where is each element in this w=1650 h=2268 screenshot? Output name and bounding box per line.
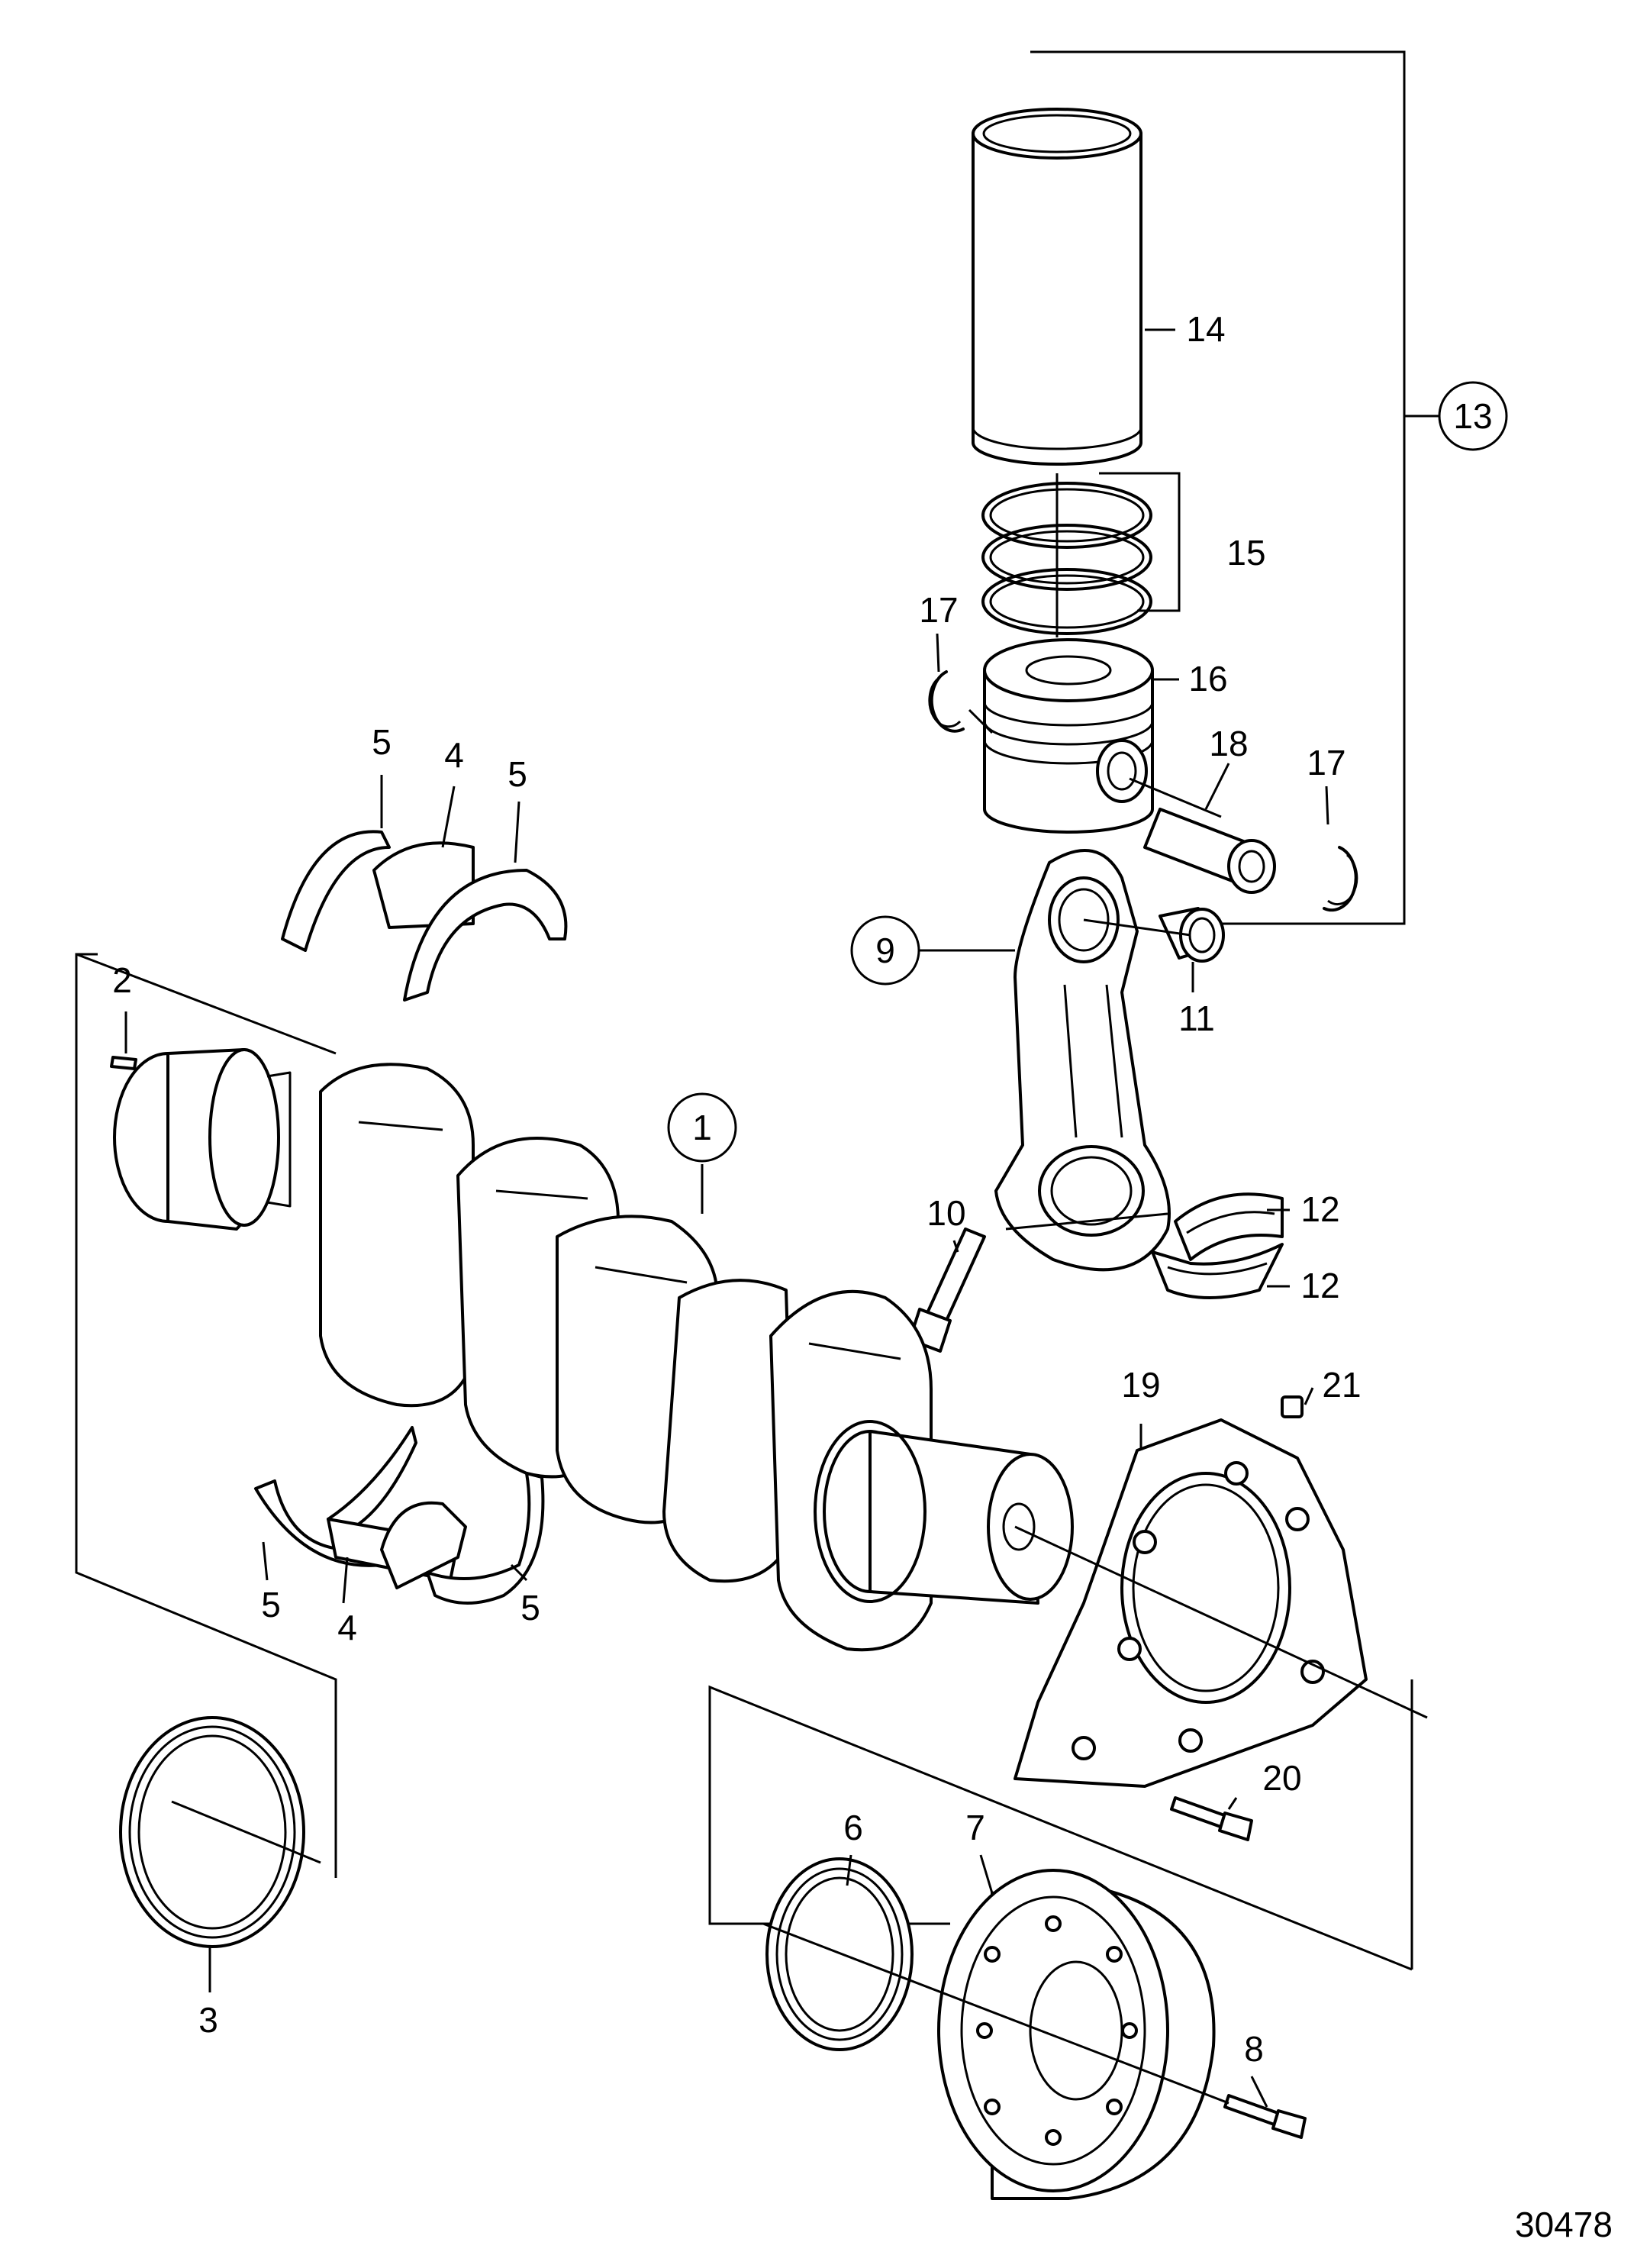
label-18: 18 <box>1209 724 1248 763</box>
label-17-left: 17 <box>919 590 958 630</box>
cover-bolt <box>1170 1796 1253 1841</box>
label-21: 21 <box>1322 1365 1361 1405</box>
label-17-right: 17 <box>1307 743 1345 782</box>
piston-rings <box>981 472 1181 635</box>
label-20: 20 <box>1262 1758 1301 1798</box>
small-end-bushing <box>1159 907 1225 963</box>
label-10: 10 <box>927 1193 965 1233</box>
label-4-upper: 4 <box>444 735 464 775</box>
bracket-group-13 <box>1030 50 1439 925</box>
callout-circle-9 <box>850 915 920 986</box>
label-7: 7 <box>965 1808 985 1847</box>
label-5-upper-right: 5 <box>508 754 527 794</box>
label-1: 1 <box>692 1108 712 1147</box>
label-5-lower-right: 5 <box>520 1588 540 1628</box>
big-end-bearing-upper <box>1174 1192 1284 1261</box>
connecting-rod <box>994 849 1171 1272</box>
label-5-lower-left: 5 <box>261 1585 281 1624</box>
label-12-lower: 12 <box>1300 1266 1339 1305</box>
big-end-bearing-lower <box>1151 1243 1284 1299</box>
circlip-left <box>928 670 965 733</box>
label-2: 2 <box>112 960 132 1000</box>
assembly-lines <box>171 473 1428 2105</box>
label-19: 19 <box>1121 1365 1160 1405</box>
dowel-pin <box>110 1056 137 1070</box>
label-9: 9 <box>875 931 895 970</box>
label-8: 8 <box>1244 2029 1264 2069</box>
crankshaft-cover <box>1014 1418 1368 1788</box>
piston-pin <box>1143 808 1276 894</box>
circlip-right <box>1323 846 1358 912</box>
vibration-damper <box>937 1869 1216 2200</box>
label-5-upper-left: 5 <box>372 722 392 762</box>
callout-circle-13 <box>1438 381 1508 451</box>
crankshaft <box>113 1048 1074 1652</box>
plug <box>1281 1395 1304 1418</box>
label-16: 16 <box>1188 659 1227 698</box>
label-11: 11 <box>1178 999 1215 1038</box>
conrod-bolt <box>908 1228 986 1353</box>
label-12-upper: 12 <box>1300 1189 1339 1229</box>
label-13: 13 <box>1453 396 1492 436</box>
rear-crankshaft-seal <box>119 1716 305 1948</box>
label-4-lower: 4 <box>337 1608 357 1647</box>
label-15: 15 <box>1226 533 1265 573</box>
label-3: 3 <box>198 2000 218 2040</box>
label-6: 6 <box>843 1808 863 1847</box>
bracket-group-seal-left <box>75 953 337 1878</box>
piston <box>983 638 1154 834</box>
main-bearing-upper <box>281 830 568 1002</box>
drawing-number: 30478 <box>1515 2205 1613 2244</box>
callout-circle-1 <box>667 1092 737 1163</box>
leader-lines <box>124 328 1329 2108</box>
main-bearing-lower <box>254 1426 545 1605</box>
cylinder-liner <box>972 108 1142 466</box>
label-14: 14 <box>1186 309 1225 349</box>
